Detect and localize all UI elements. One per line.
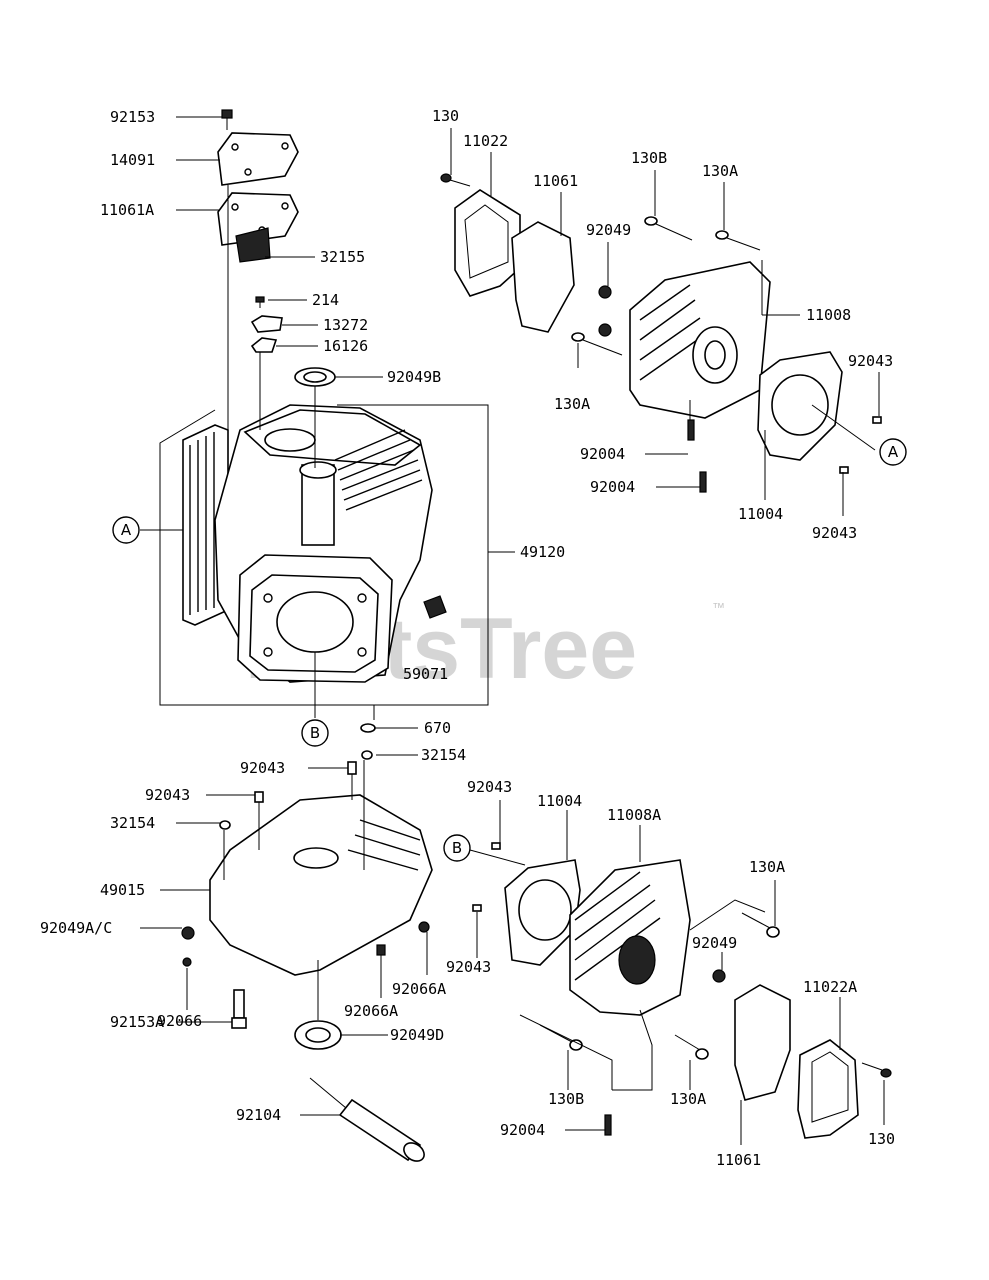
oil-seal-92049d[interactable] — [294, 1020, 342, 1050]
label-92066[interactable]: 92066 — [157, 1012, 202, 1030]
label-11061-bottom[interactable]: 11061 — [716, 1151, 761, 1169]
label-32154-a[interactable]: 32154 — [421, 746, 466, 764]
cylinder-head-lower-assembly — [472, 842, 892, 1139]
label-11022a[interactable]: 11022A — [803, 978, 857, 996]
label-14091[interactable]: 14091 — [110, 151, 155, 169]
label-130a-bottom[interactable]: 130A — [670, 1090, 706, 1108]
bolt-130a-top-part[interactable] — [715, 230, 761, 251]
rocker-cover-11022[interactable] — [454, 189, 521, 297]
label-92043-r1[interactable]: 92043 — [848, 352, 893, 370]
leader-lines — [140, 116, 885, 1145]
label-49120[interactable]: 49120 — [520, 543, 565, 561]
bolt-130b-bottom-part[interactable] — [539, 1024, 583, 1051]
bolt-92153-part[interactable] — [221, 109, 233, 130]
label-130b-bottom[interactable]: 130B — [548, 1090, 584, 1108]
callout-b-right-text: B — [452, 839, 462, 857]
rocker-cover-11022a[interactable] — [797, 1039, 859, 1139]
label-92004-bottom[interactable]: 92004 — [500, 1121, 545, 1139]
breather-cover-assembly — [217, 109, 336, 387]
crankcase-cover-49015[interactable] — [209, 794, 433, 976]
label-92043-c[interactable]: 92043 — [240, 759, 285, 777]
label-13272[interactable]: 13272 — [323, 316, 368, 334]
label-130-bottom[interactable]: 130 — [868, 1130, 895, 1148]
callout-b-right: B — [443, 834, 471, 862]
label-11061-top[interactable]: 11061 — [533, 172, 578, 190]
crankcase-49120[interactable] — [159, 404, 489, 733]
callout-b-left: B — [301, 719, 329, 747]
label-11004-top[interactable]: 11004 — [738, 505, 783, 523]
part-labels: 92153 14091 11061A 32155 214 13272 16126… — [40, 107, 895, 1169]
label-16126[interactable]: 16126 — [323, 337, 368, 355]
label-92004-a[interactable]: 92004 — [580, 445, 625, 463]
label-130b-top[interactable]: 130B — [631, 149, 667, 167]
callout-a-left-text: A — [121, 521, 132, 539]
label-49015[interactable]: 49015 — [100, 881, 145, 899]
label-92066a-a[interactable]: 92066A — [344, 1002, 398, 1020]
reed-valve-32155[interactable] — [235, 227, 271, 263]
label-92049b[interactable]: 92049B — [387, 368, 441, 386]
plate-13272[interactable] — [250, 315, 283, 333]
label-130a-mid[interactable]: 130A — [554, 395, 590, 413]
sealant-tube-92104[interactable] — [309, 1077, 428, 1165]
label-32154-b[interactable]: 32154 — [110, 814, 155, 832]
label-92043-r2[interactable]: 92043 — [812, 524, 857, 542]
label-59071[interactable]: 59071 — [403, 665, 448, 683]
label-92049ac[interactable]: 92049A/C — [40, 919, 112, 937]
cylinder-head-upper-assembly — [440, 173, 882, 493]
label-92153[interactable]: 92153 — [110, 108, 155, 126]
label-92153a[interactable]: 92153A — [110, 1013, 164, 1031]
bolt-130a-right-part[interactable] — [741, 912, 780, 938]
plate-16126[interactable] — [250, 337, 278, 353]
bolt-92153a-part[interactable] — [231, 989, 247, 1029]
label-11008[interactable]: 11008 — [806, 306, 851, 324]
callout-a-right: A — [879, 438, 907, 466]
label-92043-e[interactable]: 92043 — [467, 778, 512, 796]
screw-214-part[interactable] — [255, 296, 265, 308]
callout-a-right-text: A — [888, 443, 899, 461]
label-11008a[interactable]: 11008A — [607, 806, 661, 824]
gasket-11061-bottom[interactable] — [734, 984, 791, 1101]
callout-a-left: A — [112, 516, 140, 544]
label-670[interactable]: 670 — [424, 719, 451, 737]
label-92104[interactable]: 92104 — [236, 1106, 281, 1124]
label-11022[interactable]: 11022 — [463, 132, 508, 150]
label-11061a[interactable]: 11061A — [100, 201, 154, 219]
label-92066a-b[interactable]: 92066A — [392, 980, 446, 998]
label-214[interactable]: 214 — [312, 291, 339, 309]
label-92049-bottom[interactable]: 92049 — [692, 934, 737, 952]
gasket-11061-top[interactable] — [511, 221, 575, 333]
label-11004-bottom[interactable]: 11004 — [537, 792, 582, 810]
bolt-130a-mid-part[interactable] — [571, 332, 623, 356]
label-130a-right[interactable]: 130A — [749, 858, 785, 876]
label-92043-d[interactable]: 92043 — [145, 786, 190, 804]
label-130a-top[interactable]: 130A — [702, 162, 738, 180]
label-92049-top[interactable]: 92049 — [586, 221, 631, 239]
crankcase-cover-assembly — [181, 750, 433, 1165]
bolt-130-bottom-part[interactable] — [861, 1062, 892, 1078]
label-92043-f[interactable]: 92043 — [446, 958, 491, 976]
bolt-130a-bottom-part[interactable] — [674, 1034, 709, 1060]
watermark-tm: ™ — [712, 600, 725, 615]
cover-plate-14091[interactable] — [217, 132, 299, 186]
callout-b-left-text: B — [310, 724, 320, 742]
label-130-top[interactable]: 130 — [432, 107, 459, 125]
label-32155[interactable]: 32155 — [320, 248, 365, 266]
label-92049d[interactable]: 92049D — [390, 1026, 444, 1044]
bolt-130b-top-part[interactable] — [644, 216, 693, 241]
label-92004-b[interactable]: 92004 — [590, 478, 635, 496]
bolt-130-top-part[interactable] — [440, 173, 471, 187]
oil-seal-92049b[interactable] — [294, 367, 336, 387]
